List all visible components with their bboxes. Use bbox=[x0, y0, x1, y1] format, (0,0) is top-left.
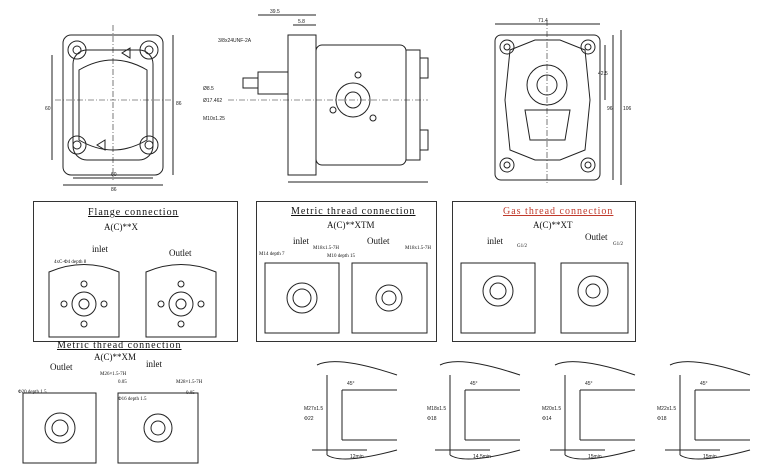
metric-callout-out2: M18x1.5-7H bbox=[405, 246, 431, 251]
gas-title: Gas thread connection bbox=[503, 206, 614, 217]
metric2-callout-in: Φ16 depth 1.5 bbox=[118, 397, 147, 402]
front-dim-inner: 60 bbox=[111, 172, 117, 178]
metric2-thread-out: M28×1.5-7H bbox=[176, 380, 203, 385]
flange-callout: 4xC-Φ4 depth 8 bbox=[54, 260, 87, 265]
rear-view-drawing: 71.4 42.5 96 106 bbox=[494, 18, 632, 185]
metric2-model: A(C)**XM bbox=[94, 352, 136, 362]
metric-model: A(C)**XTM bbox=[327, 220, 375, 230]
detail-3-dim-3: 15min bbox=[588, 454, 602, 460]
flange-model: A(C)**X bbox=[104, 222, 138, 232]
metric-connection-panel: Metric thread connection A(C)**XTM inlet… bbox=[256, 201, 437, 342]
metric2-tol-out: 0.05 bbox=[118, 380, 127, 385]
gas-ports-drawing bbox=[460, 262, 629, 334]
detail-3-drawing: 45° M20x1.5 Φ14 15min bbox=[542, 361, 636, 460]
flange-title: Flange connection bbox=[88, 207, 179, 218]
detail-4-drawing: 45° M22x1.5 Φ18 15min bbox=[657, 361, 751, 460]
side-dim-3: M10x1.25 bbox=[203, 116, 225, 122]
metric-ports-drawing bbox=[264, 262, 428, 334]
detail-4-angle: 45° bbox=[700, 381, 708, 387]
side-dim-shaft: 5.8 bbox=[298, 19, 305, 25]
metric2-ports-drawing bbox=[22, 392, 199, 464]
side-thread: 3/8x24UNF-2A bbox=[218, 38, 252, 44]
detail-4-dim-2: Φ18 bbox=[657, 416, 667, 422]
metric2-thread-in: M26×1.5-7H bbox=[100, 372, 127, 377]
metric-callout-in: M14 depth 7 bbox=[259, 252, 285, 257]
detail-3-dim-2: Φ14 bbox=[542, 416, 552, 422]
detail-1-drawing: 45° M27x1.5 Φ22 12min bbox=[304, 361, 398, 460]
detail-2-dim-3: 14.5min bbox=[473, 454, 491, 460]
detail-2-dim-1: M18x1.5 bbox=[427, 406, 446, 412]
detail-1-dim-3: 12min bbox=[350, 454, 364, 460]
metric2-outlet-label: Outlet bbox=[50, 362, 73, 372]
flange-ports-drawing bbox=[48, 264, 217, 338]
metric-inlet-label: inlet bbox=[293, 236, 309, 246]
rear-dim-2: 96 bbox=[607, 106, 613, 112]
metric2-inlet-label: inlet bbox=[146, 359, 162, 369]
flange-outlet-label: Outlet bbox=[169, 248, 192, 258]
gas-connection-panel: Gas thread connection A(C)**XT inlet Out… bbox=[452, 201, 636, 342]
side-dim-top: 39.5 bbox=[270, 9, 280, 15]
metric-callout-out: M10 depth 15 bbox=[327, 254, 356, 259]
rear-dim-1: 42.5 bbox=[598, 71, 608, 77]
metric-outlet-label: Outlet bbox=[367, 236, 390, 246]
metric-callout-in2: M18x1.5-7H bbox=[313, 246, 339, 251]
front-dim-height: 86 bbox=[176, 101, 182, 107]
detail-2-drawing: 45° M18x1.5 Φ18 14.5min bbox=[427, 361, 521, 460]
detail-1-dim-2: Φ22 bbox=[304, 416, 314, 422]
gas-outlet-label: Outlet bbox=[585, 232, 608, 242]
gas-model: A(C)**XT bbox=[533, 220, 573, 230]
detail-2-angle: 45° bbox=[470, 381, 478, 387]
front-dim-width: 86 bbox=[111, 187, 117, 193]
front-view-drawing: 86 60 86 60 bbox=[45, 25, 182, 193]
detail-4-dim-3: 15min bbox=[703, 454, 717, 460]
metric-title: Metric thread connection bbox=[291, 206, 416, 217]
rear-dim-3: 106 bbox=[623, 106, 632, 112]
detail-1-dim-1: M27x1.5 bbox=[304, 406, 323, 412]
side-view-drawing: 39.5 5.8 3/8x24UNF-2A Ø8.5 Ø17.462 M10x1… bbox=[203, 9, 429, 183]
gas-inlet-label: inlet bbox=[487, 236, 503, 246]
rear-dim-top: 71.4 bbox=[538, 18, 548, 24]
front-dim-h2: 60 bbox=[45, 106, 51, 112]
detail-3-angle: 45° bbox=[585, 381, 593, 387]
flange-inlet-label: inlet bbox=[92, 244, 108, 254]
detail-4-dim-1: M22x1.5 bbox=[657, 406, 676, 412]
gas-callout-out: G1/2 bbox=[613, 242, 623, 247]
side-dim-2: Ø17.462 bbox=[203, 98, 222, 104]
metric2-title: Metric thread connection bbox=[57, 340, 182, 351]
detail-2-dim-2: Φ18 bbox=[427, 416, 437, 422]
detail-3-dim-1: M20x1.5 bbox=[542, 406, 561, 412]
gas-callout-in: G1/2 bbox=[517, 244, 527, 249]
flange-connection-panel: Flange connection A(C)**X inlet Outlet 4… bbox=[33, 201, 238, 342]
side-dim-1: Ø8.5 bbox=[203, 86, 214, 92]
detail-1-angle: 45° bbox=[347, 381, 355, 387]
